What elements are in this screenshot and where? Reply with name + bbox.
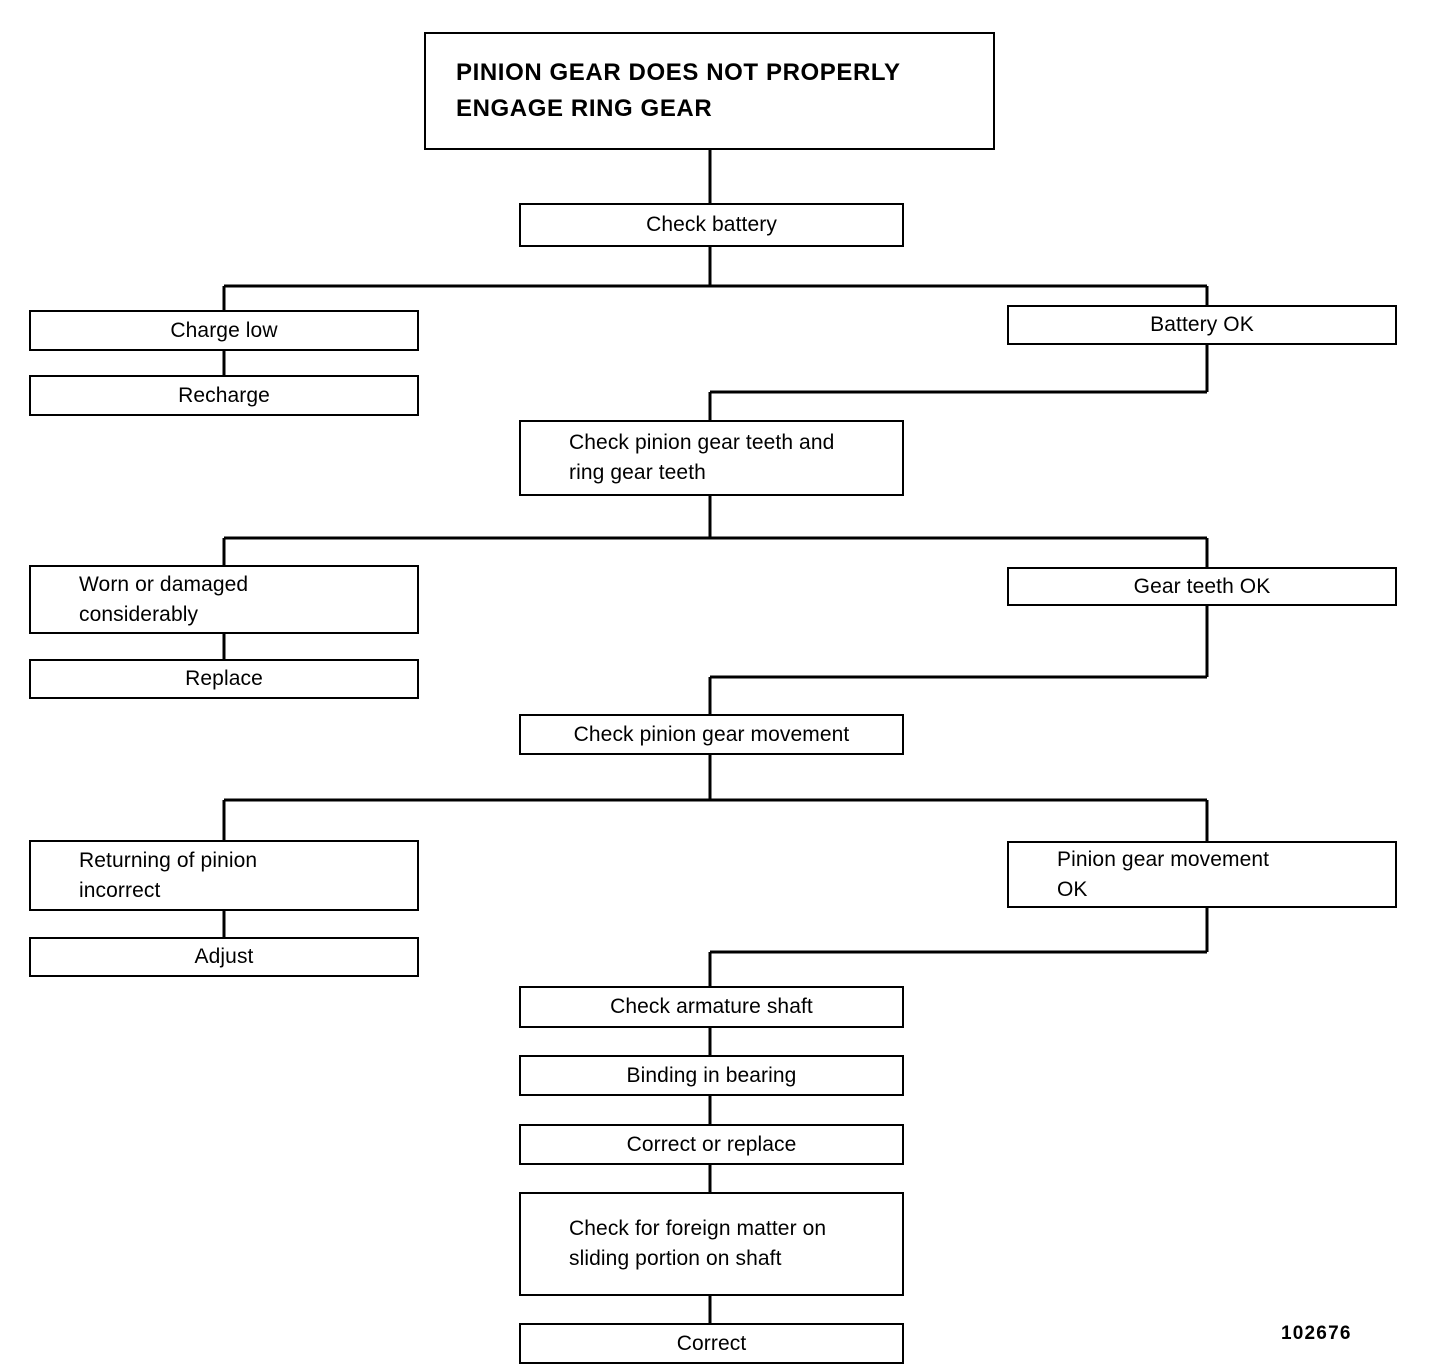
node-check-foreign-matter: Check for foreign matter on sliding port… bbox=[519, 1192, 904, 1296]
node-gear-teeth-ok-label: Gear teeth OK bbox=[1133, 574, 1271, 598]
node-adjust-label: Adjust bbox=[194, 945, 254, 969]
node-charge-low-label: Charge low bbox=[170, 318, 278, 342]
node-check-armature-shaft: Check armature shaft bbox=[519, 986, 904, 1028]
node-worn-or-damaged-line1: Worn or damaged bbox=[79, 572, 249, 596]
node-recharge: Recharge bbox=[29, 375, 419, 416]
node-check-gear-teeth-line1: Check pinion gear teeth and bbox=[569, 431, 835, 455]
node-returning-of-pinion-line2: incorrect bbox=[79, 878, 161, 902]
node-binding-in-bearing: Binding in bearing bbox=[519, 1055, 904, 1096]
node-check-pinion-movement: Check pinion gear movement bbox=[519, 714, 904, 755]
node-correct-or-replace: Correct or replace bbox=[519, 1124, 904, 1165]
node-adjust: Adjust bbox=[29, 937, 419, 977]
node-correct: Correct bbox=[519, 1323, 904, 1364]
node-binding-in-bearing-label: Binding in bearing bbox=[626, 1063, 797, 1087]
node-check-foreign-matter-line1: Check for foreign matter on bbox=[569, 1217, 827, 1241]
node-recharge-label: Recharge bbox=[178, 383, 270, 407]
node-battery-ok: Battery OK bbox=[1007, 305, 1397, 345]
node-worn-or-damaged: Worn or damaged considerably bbox=[29, 565, 419, 634]
node-returning-of-pinion-line1: Returning of pinion bbox=[79, 848, 258, 872]
node-replace-label: Replace bbox=[185, 667, 263, 691]
node-check-foreign-matter-line2: sliding portion on shaft bbox=[569, 1247, 782, 1270]
node-title-line2: ENGAGE RING GEAR bbox=[456, 95, 713, 122]
node-pinion-movement-ok-line2: OK bbox=[1057, 877, 1088, 901]
node-check-gear-teeth-line2: ring gear teeth bbox=[569, 461, 706, 484]
node-charge-low: Charge low bbox=[29, 310, 419, 351]
node-worn-or-damaged-line2: considerably bbox=[79, 602, 199, 626]
node-replace: Replace bbox=[29, 659, 419, 699]
node-check-battery: Check battery bbox=[519, 203, 904, 247]
node-battery-ok-label: Battery OK bbox=[1150, 313, 1254, 337]
node-correct-or-replace-label: Correct or replace bbox=[626, 1132, 797, 1156]
node-pinion-movement-ok: Pinion gear movement OK bbox=[1007, 841, 1397, 908]
node-check-armature-shaft-label: Check armature shaft bbox=[610, 995, 813, 1019]
node-correct-label: Correct bbox=[676, 1331, 747, 1355]
node-check-gear-teeth: Check pinion gear teeth and ring gear te… bbox=[519, 420, 904, 496]
node-title: PINION GEAR DOES NOT PROPERLY ENGAGE RIN… bbox=[424, 32, 995, 150]
node-pinion-movement-ok-line1: Pinion gear movement bbox=[1057, 847, 1270, 871]
figure-id: 102676 bbox=[1281, 1323, 1352, 1344]
node-title-line1: PINION GEAR DOES NOT PROPERLY bbox=[456, 59, 901, 86]
node-check-battery-label: Check battery bbox=[646, 213, 777, 237]
node-returning-of-pinion: Returning of pinion incorrect bbox=[29, 840, 419, 911]
node-gear-teeth-ok: Gear teeth OK bbox=[1007, 567, 1397, 606]
node-check-pinion-movement-label: Check pinion gear movement bbox=[573, 722, 850, 746]
